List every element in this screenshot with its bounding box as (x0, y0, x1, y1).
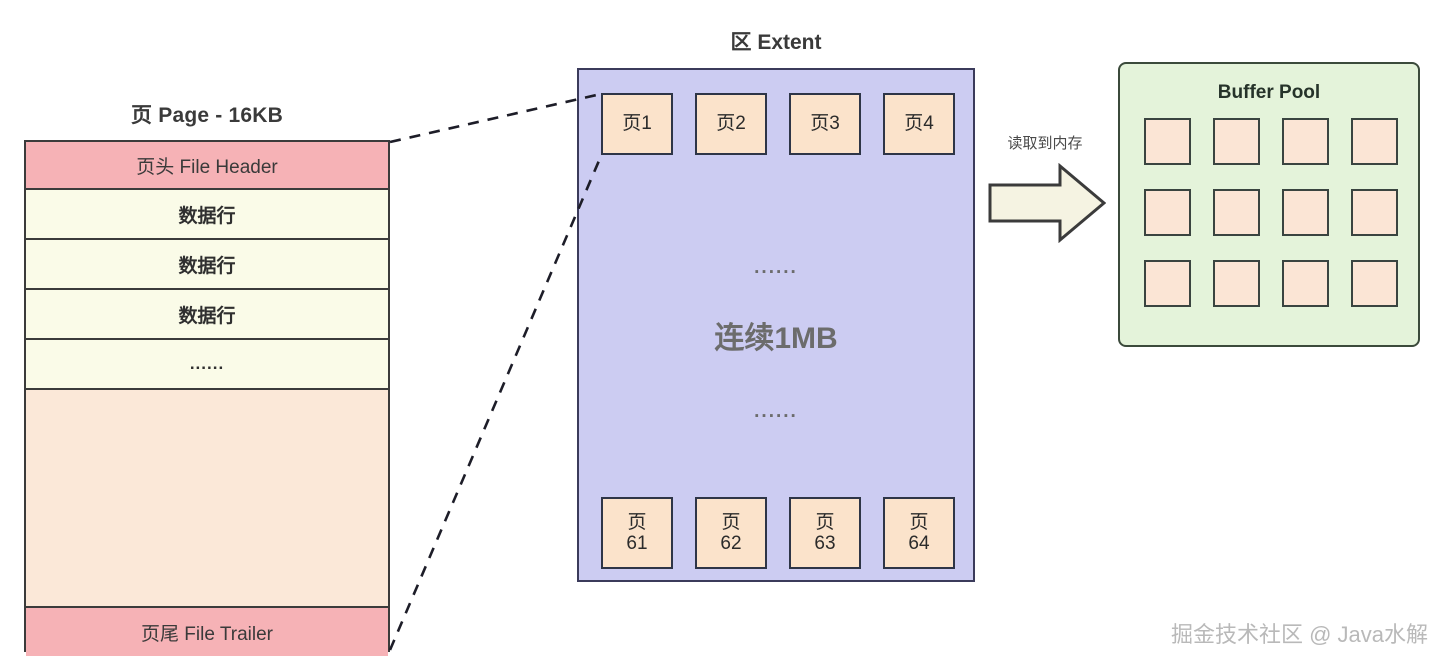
buffer-pool-box: Buffer Pool (1118, 62, 1420, 347)
extent-page-61-line1: 页 (627, 511, 647, 533)
extent-size-label: 连续1MB (714, 322, 838, 355)
extent-page-63-line1: 页 (815, 511, 835, 533)
buffer-pool-cell (1213, 118, 1260, 165)
buffer-pool-grid (1144, 118, 1398, 307)
buffer-pool-cell (1144, 118, 1191, 165)
buffer-pool-cell (1213, 260, 1260, 307)
page-row-data-1: 数据行 (26, 190, 388, 240)
buffer-pool-cell (1351, 189, 1398, 236)
extent-page-3: 页3 (789, 93, 861, 155)
extent-page-2: 页2 (695, 93, 767, 155)
buffer-pool-cell (1213, 189, 1260, 236)
watermark: 掘金技术社区 @ Java水解 (1170, 622, 1428, 647)
extent-page-4: 页4 (883, 93, 955, 155)
buffer-pool-cell (1144, 189, 1191, 236)
page-box: 页头 File Header 数据行 数据行 数据行 ...... 页尾 Fil… (24, 140, 390, 656)
buffer-pool-cell (1351, 118, 1398, 165)
buffer-pool-title: Buffer Pool (1217, 82, 1321, 103)
extent-page-64-line1: 页 (909, 511, 929, 533)
read-to-memory-arrow-icon (988, 163, 1106, 243)
page-title: 页 Page - 16KB (131, 104, 283, 127)
extent-page-62-line2: 62 (720, 533, 742, 554)
extent-ellipsis-top: ...... (754, 257, 798, 278)
buffer-pool-cell (1282, 260, 1329, 307)
connector-line-bottom (388, 155, 603, 651)
buffer-pool-cell (1282, 189, 1329, 236)
extent-page-64: 页 64 (883, 497, 955, 569)
extent-page-61-line2: 61 (626, 533, 648, 554)
extent-page-62: 页 62 (695, 497, 767, 569)
extent-page-64-line2: 64 (908, 533, 930, 554)
page-row-data-3: 数据行 (26, 290, 388, 340)
page-row-file-header: 页头 File Header (26, 142, 388, 190)
read-to-memory-label: 读取到内存 (1007, 134, 1083, 152)
connector-line-top (389, 92, 602, 144)
buffer-pool-cell (1351, 260, 1398, 307)
page-row-ellipsis: ...... (26, 340, 388, 390)
extent-page-63-line2: 63 (814, 533, 836, 554)
page-row-data-2: 数据行 (26, 240, 388, 290)
extent-page-1: 页1 (601, 93, 673, 155)
page-row-free-space (26, 390, 388, 608)
buffer-pool-cell (1144, 260, 1191, 307)
extent-page-62-line1: 页 (721, 511, 741, 533)
page-row-file-trailer: 页尾 File Trailer (26, 608, 388, 656)
extent-title: 区 Extent (730, 31, 822, 54)
extent-page-61: 页 61 (601, 497, 673, 569)
extent-ellipsis-bottom: ...... (754, 401, 798, 422)
buffer-pool-cell (1282, 118, 1329, 165)
extent-page-63: 页 63 (789, 497, 861, 569)
